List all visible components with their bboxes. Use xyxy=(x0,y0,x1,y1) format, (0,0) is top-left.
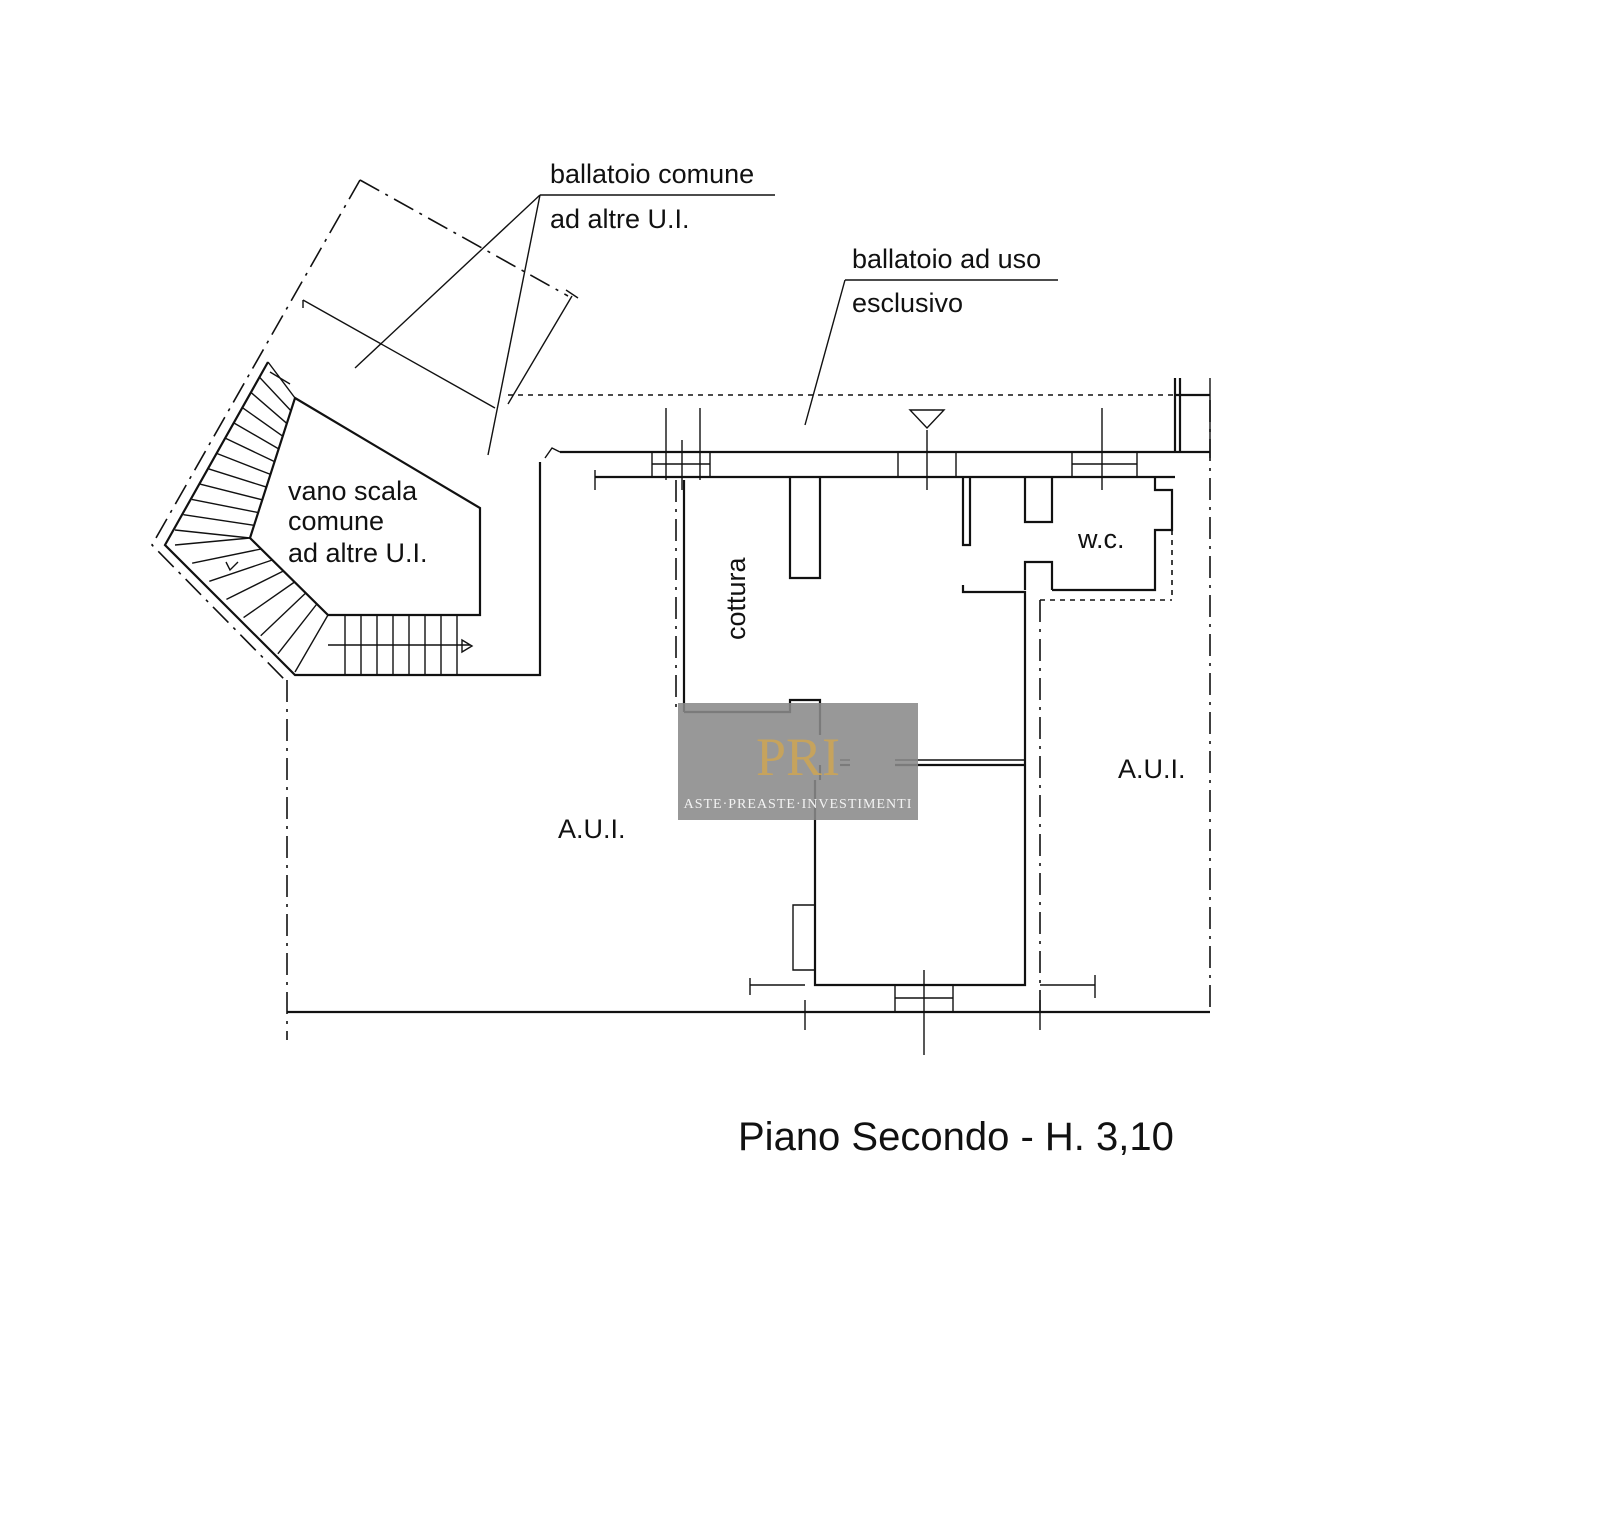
stair-tread xyxy=(267,361,296,399)
label-vano-scala-line2: comune xyxy=(288,506,384,536)
watermark-text: ASTE·PREASTE·INVESTIMENTI xyxy=(684,797,913,812)
stair-tread xyxy=(242,407,284,437)
label-ballatoio-comune-line1: ballatoio comune xyxy=(550,159,754,189)
stair-tread xyxy=(183,514,255,526)
leader-lines xyxy=(354,194,1058,456)
label-ballatoio-uso-line1: ballatoio ad uso xyxy=(852,244,1041,274)
stair-tread xyxy=(233,422,279,450)
stair-tread xyxy=(174,529,251,539)
label-vano-scala-line1: vano scala xyxy=(288,476,418,506)
stair-block xyxy=(163,361,542,677)
stair-tread xyxy=(191,498,259,514)
label-wc: w.c. xyxy=(1077,524,1125,554)
stair-tread xyxy=(260,592,307,637)
stair-tread xyxy=(209,559,273,582)
stair-tread xyxy=(225,437,275,463)
common-area-outline xyxy=(151,179,579,681)
plan-title: Piano Secondo - H. 3,10 xyxy=(738,1115,1174,1159)
stair-tread xyxy=(200,483,263,501)
label-cottura: cottura xyxy=(721,556,751,640)
stair-tread xyxy=(208,468,267,488)
stair-tread xyxy=(174,537,251,546)
window-openings xyxy=(651,408,1138,1055)
label-ballatoio-comune-line2: ad altre U.I. xyxy=(550,204,690,234)
stair-tread xyxy=(277,603,318,655)
stair-treads xyxy=(174,361,470,675)
stair-tread xyxy=(259,376,292,412)
stair-tread xyxy=(250,392,288,424)
balcony-strip xyxy=(508,378,1211,459)
label-aui-right: A.U.I. xyxy=(1118,754,1186,784)
svg-text:PRI: PRI xyxy=(756,727,840,787)
watermark-logo: PRI ASTE·PREASTE·INVESTIMENTI xyxy=(678,703,918,820)
label-aui-left: A.U.I. xyxy=(558,814,626,844)
label-ballatoio-uso-line2: esclusivo xyxy=(852,288,963,318)
room-labels: ballatoio comune ad altre U.I. ballatoio… xyxy=(288,159,1186,1159)
stair-tread xyxy=(217,452,271,476)
stair-tread xyxy=(192,548,262,564)
stair-tread xyxy=(294,614,329,673)
stair-tread xyxy=(226,570,284,601)
watermark-monogram: PRI xyxy=(756,727,840,787)
label-vano-scala-line3: ad altre U.I. xyxy=(288,538,428,568)
stair-tread xyxy=(243,581,295,619)
